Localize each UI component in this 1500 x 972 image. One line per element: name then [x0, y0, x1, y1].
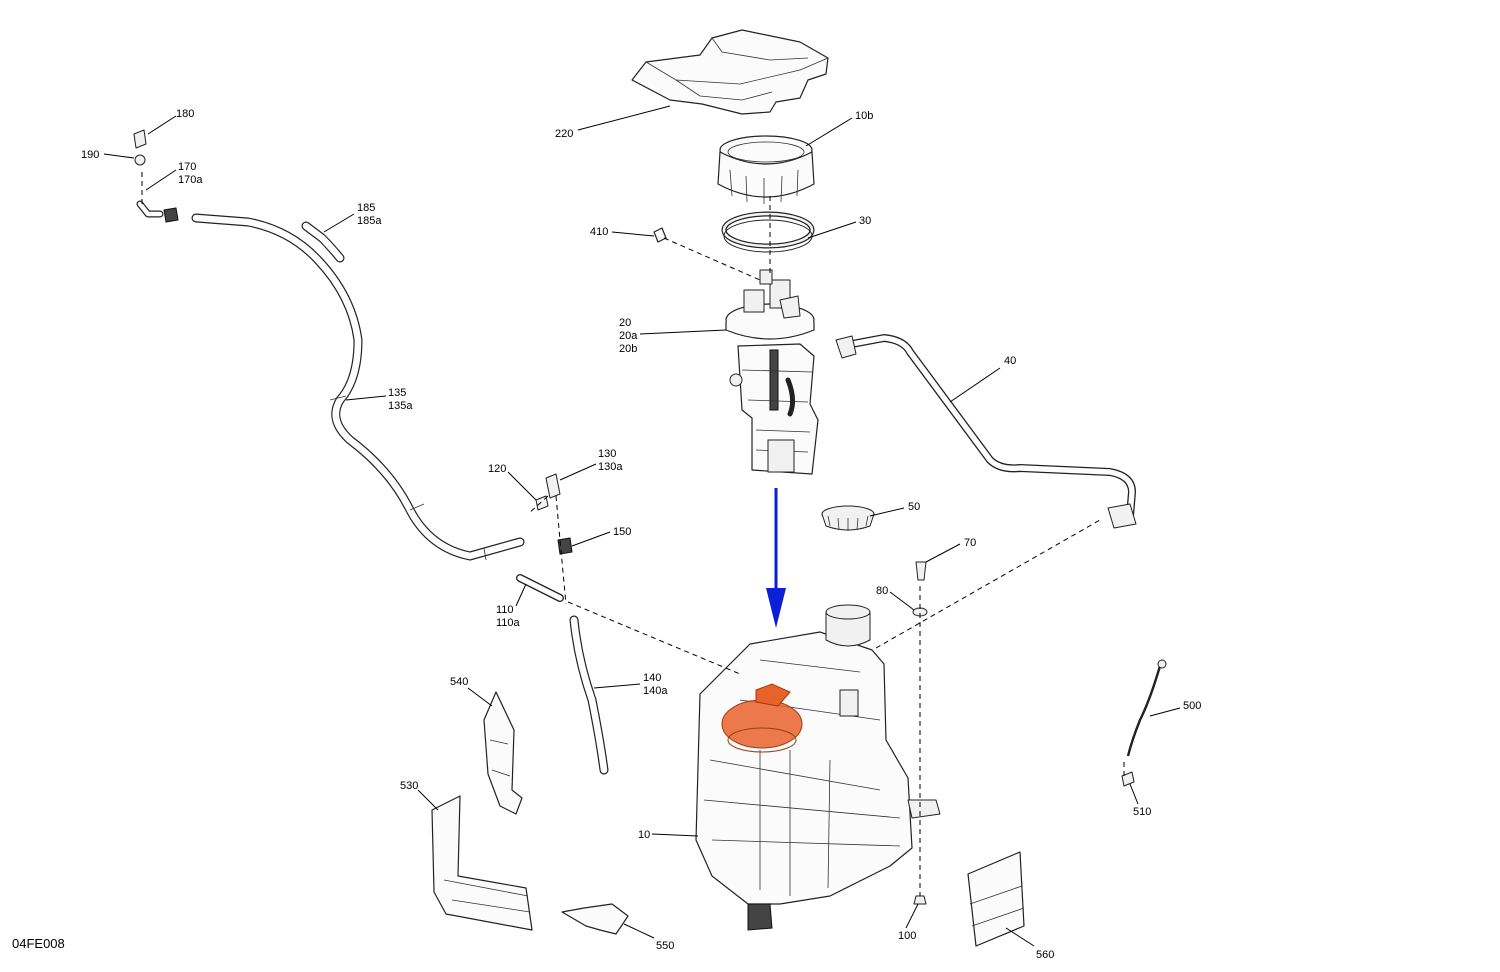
label-50: 50	[908, 501, 920, 513]
part-70-bolt	[915, 561, 927, 581]
label-185: 185	[357, 202, 375, 214]
label-20: 20	[619, 317, 631, 329]
part-530-shield	[431, 795, 533, 931]
label-80: 80	[876, 585, 888, 597]
fuel-pump-opening-highlight	[721, 683, 803, 753]
diagram-code: 04FE008	[12, 936, 65, 951]
part-500-line	[1126, 659, 1167, 757]
leader-lines	[103, 105, 1181, 947]
label-410: 410	[590, 226, 608, 238]
label-100: 100	[898, 930, 916, 942]
assembly-arrow	[766, 488, 786, 628]
part-30-seal-ring	[721, 211, 815, 253]
part-10-fuel-tank	[695, 604, 941, 931]
label-10: 10	[638, 829, 650, 841]
part-180-190-170-fittings	[133, 129, 179, 223]
part-185-hose	[301, 221, 345, 263]
label-150: 150	[613, 526, 631, 538]
part-140-hose	[569, 615, 609, 775]
label-560: 560	[1036, 949, 1054, 961]
part-560-shield	[967, 851, 1025, 947]
label-30: 30	[859, 215, 871, 227]
label-70: 70	[964, 537, 976, 549]
label-140: 140	[643, 672, 661, 684]
label-135: 135	[388, 387, 406, 399]
label-20a: 20a	[619, 330, 638, 342]
label-130a: 130a	[598, 461, 623, 473]
label-550: 550	[656, 940, 674, 952]
label-500: 500	[1183, 700, 1201, 712]
part-10b-lock-ring	[717, 135, 815, 204]
part-410-clip	[653, 227, 667, 243]
part-540-shield	[483, 691, 523, 815]
label-170: 170	[178, 161, 196, 173]
part-220-protector-plate	[631, 29, 829, 115]
label-120: 120	[488, 463, 506, 475]
part-120-130-150-fittings	[535, 473, 573, 555]
part-20-fuel-pump-module	[725, 269, 819, 475]
assembly-dashed-lines	[141, 172, 1125, 896]
label-20b: 20b	[619, 343, 637, 355]
callout-labels: 220 10b 30 410 20 20a 20b 40 50 70 80 10…	[81, 108, 1201, 961]
label-510: 510	[1133, 806, 1151, 818]
label-110a: 110a	[496, 617, 521, 629]
label-185a: 185a	[357, 215, 382, 227]
label-140a: 140a	[643, 685, 668, 697]
label-170a: 170a	[178, 174, 203, 186]
label-190: 190	[81, 149, 99, 161]
label-540: 540	[450, 676, 468, 688]
label-220: 220	[555, 128, 573, 140]
label-130: 130	[598, 448, 616, 460]
part-110-elbow-hose	[516, 574, 564, 602]
part-100-nut	[913, 895, 927, 905]
label-135a: 135a	[388, 400, 413, 412]
part-135-hose	[191, 213, 525, 561]
label-530: 530	[400, 780, 418, 792]
part-50-cap	[821, 505, 875, 531]
part-510-clip	[1121, 771, 1135, 787]
label-10b: 10b	[855, 110, 873, 122]
part-550-shield	[561, 903, 629, 935]
part-40-line	[835, 334, 1137, 529]
label-180: 180	[176, 108, 194, 120]
label-110: 110	[496, 604, 514, 616]
label-40: 40	[1004, 355, 1016, 367]
